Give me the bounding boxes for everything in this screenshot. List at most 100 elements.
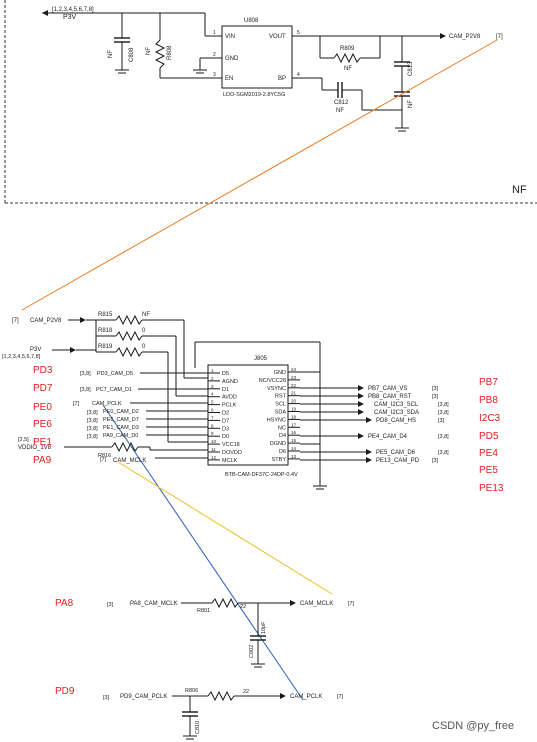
c810-ref: C810 <box>195 721 201 734</box>
j805-right-pin-label: NC <box>278 425 286 431</box>
c808-ref: C808 <box>129 47 135 62</box>
ref-d5: [3,8] <box>80 371 91 377</box>
r816-ref: R816 <box>98 453 111 459</box>
r806-zigzag <box>207 690 235 702</box>
pclk-ref-out: [7] <box>337 694 344 700</box>
ref-rst: [3] <box>432 394 439 400</box>
j805-right-pin-label: HSYNC <box>267 417 286 423</box>
p3v-net: P3V <box>30 347 41 353</box>
j805-right-pin-num: 21 <box>291 391 297 396</box>
annot-pa9: PA9 <box>33 455 52 466</box>
j805-right-pin-label: GND <box>274 370 286 376</box>
j805-left-pin-label: MCLK <box>222 458 238 464</box>
mclk-net-out: CAM_MCLK <box>300 601 333 607</box>
mclk-ref-in: [3] <box>107 602 114 608</box>
p3v-arrow-head <box>42 10 48 16</box>
net-d0: PA9_CAM_D0 <box>103 433 138 439</box>
cam-p2v8-ref: [7] <box>496 34 503 40</box>
j805-right-pin-num: 14 <box>291 446 297 451</box>
arrow-scl <box>358 401 364 407</box>
j805-right-pin-num: 19 <box>291 407 297 412</box>
j805-right-pin-label: VSYNC <box>267 386 286 392</box>
j805-left-pin-num: 9 <box>211 431 214 436</box>
annot-pd3: PD3 <box>33 365 53 376</box>
j805-right-pin-label: NC/VCC28 <box>259 378 286 384</box>
j805-left-pin-num: 12 <box>211 455 217 460</box>
ref-vs: [3] <box>432 386 439 392</box>
j805-right-pin-num: 17 <box>291 422 297 427</box>
net-d5: PD3_CAM_D5 <box>97 371 133 377</box>
net-pd: PE13_CAM_PD <box>376 458 420 464</box>
u808-pin-en: EN <box>225 76 233 82</box>
annot-pd9: PD9 <box>55 686 75 697</box>
net-d2: PE0_CAM_D2 <box>103 409 139 415</box>
u808-num5: 5 <box>297 30 300 36</box>
j805-left-pin-label: AVDD <box>222 395 237 401</box>
net-d3: PE1_CAM_D3 <box>103 425 139 431</box>
net-pclk: CAM_PCLK <box>92 401 122 407</box>
u808-pin-vin: VIN <box>225 34 235 40</box>
ref-d4: [3,8] <box>438 434 449 440</box>
r809-ref: R809 <box>340 46 355 52</box>
r808-ref: R808 <box>167 45 173 60</box>
j805-left-pin-label: VCC18 <box>222 442 240 448</box>
ldo-block: [1,2,3,4,5,6,7,8] P3V NF C808 NF R808 U8… <box>4 0 537 204</box>
p2v8-arrow <box>80 317 86 323</box>
r819-zigzag <box>115 346 143 358</box>
j805-left-pin-label: DOVDD <box>222 450 242 456</box>
r806-value: 22 <box>243 689 249 695</box>
u808-pin-vout: VOUT <box>269 34 286 40</box>
cam-p2v8-label: CAM_P2V8 <box>449 34 481 40</box>
r819-ref: R819 <box>98 344 113 350</box>
pclk-net-out: CAM_PCLK <box>290 694 322 700</box>
mclk-block: PA8 [3] PA8_CAM_MCLK R801 22 CAM_MCLK [7… <box>55 597 355 668</box>
ref-mclk: [7] <box>100 457 107 463</box>
left-nets: [3,8] PD3_CAM_D5 [3,8] PC7_CAM_D1 CAM_PC… <box>18 371 208 464</box>
j805-left-pin-num: 4 <box>211 392 214 397</box>
annot-i2c3: I2C3 <box>479 413 501 424</box>
p2v8-net: CAM_P2V8 <box>30 318 62 324</box>
arrow-sda <box>358 409 364 415</box>
ref-d3: [3,8] <box>87 426 98 432</box>
right-annotations: PB7 PB8 I2C3 PD5 PE4 PE5 PE13 <box>479 377 504 494</box>
arrow-vs <box>358 385 364 391</box>
ref-d0: [3,8] <box>87 434 98 440</box>
ref-pd: [3] <box>432 458 439 464</box>
j805-ref: J805 <box>254 356 268 362</box>
arrow-d4 <box>358 433 364 439</box>
j805-left-pin-num: 1 <box>211 368 214 373</box>
annot-pe13: PE13 <box>479 483 504 494</box>
net-d7: PE6_CAM_D7 <box>103 417 139 423</box>
r818-value: 0 <box>142 328 146 334</box>
j805-right-pin-num: 13 <box>291 454 297 459</box>
r815-zigzag <box>115 314 143 326</box>
j805-left-pin-label: D7 <box>222 418 229 424</box>
net-sda: CAM_I2C3_SDA <box>374 410 419 416</box>
net-hs: PD8_CAM_HS <box>376 418 416 424</box>
net-rst: PB8_CAM_RST <box>368 394 412 400</box>
u808-num1: 1 <box>213 30 216 36</box>
annot-pd5: PD5 <box>479 431 499 442</box>
net-d4: PE4_CAM_D4 <box>368 434 408 440</box>
annot-pe0: PE0 <box>33 402 52 413</box>
c812-ref: C812 <box>334 100 349 106</box>
j805-right-pin-label: D6 <box>279 449 286 455</box>
j805-left-pin-num: 8 <box>211 423 214 428</box>
ref-d7: [3,8] <box>87 418 98 424</box>
p3v-net-label: P3V <box>63 14 77 21</box>
j805-right-pin-label: SDA <box>275 410 287 416</box>
j805-body <box>207 364 289 466</box>
r806-ref: R806 <box>185 688 198 694</box>
yellow-annotation-line <box>117 461 333 595</box>
r808-zigzag <box>154 39 166 69</box>
annot-pe6: PE6 <box>33 419 52 430</box>
pclk-block: PD9 [3] PD9_CAM_PCLK R806 22 CAM_PCLK [7… <box>55 686 344 740</box>
j805-left-pin-num: 2 <box>211 376 214 381</box>
j805-left-pin-label: AGND <box>222 379 238 385</box>
annot-pd7: PD7 <box>33 383 53 394</box>
r819-value: 0 <box>142 344 146 350</box>
blue-annotation-line <box>102 404 304 701</box>
u808-num4: 4 <box>297 72 300 78</box>
connector-block: [7] CAM_P2V8 R815 NF R818 0 R819 0 [1,2,… <box>2 312 449 490</box>
